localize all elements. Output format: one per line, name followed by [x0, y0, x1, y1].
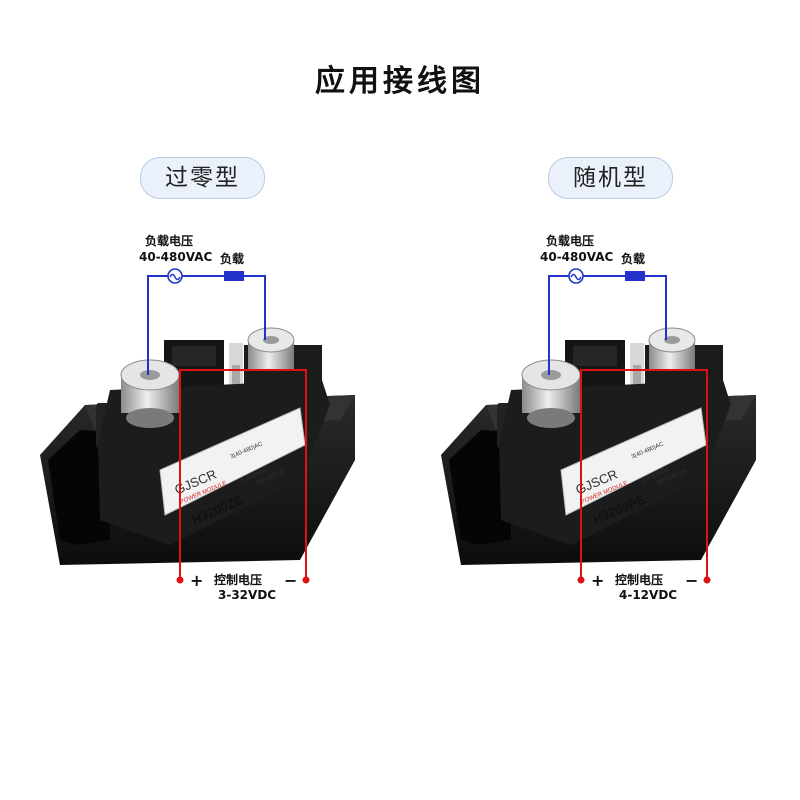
- right-load-voltage-range: 40-480VAC: [540, 250, 613, 264]
- left-load-voltage-range: 40-480VAC: [139, 250, 212, 264]
- page-title: 应用接线图: [315, 64, 485, 99]
- right-plus-sign: +: [591, 571, 604, 590]
- right-dc-wire-minus: [661, 369, 708, 580]
- left-load-label: 负载: [220, 251, 244, 266]
- right-load-voltage-label: 负载电压: [546, 233, 594, 248]
- right-plus-terminal-dot: [577, 576, 585, 584]
- left-load-icon: [224, 271, 244, 281]
- left-control-voltage-label: 控制电压: [214, 572, 262, 587]
- left-plus-terminal-dot: [176, 576, 184, 584]
- random-type-label: 随机型: [548, 157, 673, 199]
- left-control-voltage-range: 3-32VDC: [218, 588, 276, 602]
- left-dc-wire-minus: [260, 369, 307, 580]
- right-minus-sign: −: [685, 571, 698, 590]
- left-diagram: GJSCR POWER MODULE H3200ZE 3(40-480)AC A…: [39, 233, 356, 602]
- left-minus-terminal-dot: [302, 576, 310, 584]
- right-relay-module-image: [440, 327, 757, 566]
- right-control-voltage-label: 控制电压: [615, 572, 663, 587]
- right-ac-wire: [548, 275, 667, 375]
- left-load-voltage-label: 负载电压: [145, 233, 193, 248]
- right-load-label: 负载: [621, 251, 645, 266]
- left-relay-module-image: [39, 327, 356, 566]
- right-load-icon: [625, 271, 645, 281]
- right-diagram: GJSCR POWER MODULE H3200PE 3(40-480)AC A…: [440, 233, 757, 602]
- left-minus-sign: −: [284, 571, 297, 590]
- left-plus-sign: +: [190, 571, 203, 590]
- left-ac-wire: [147, 275, 266, 375]
- right-minus-terminal-dot: [703, 576, 711, 584]
- right-control-voltage-range: 4-12VDC: [619, 588, 677, 602]
- zero-cross-type-label: 过零型: [140, 157, 265, 199]
